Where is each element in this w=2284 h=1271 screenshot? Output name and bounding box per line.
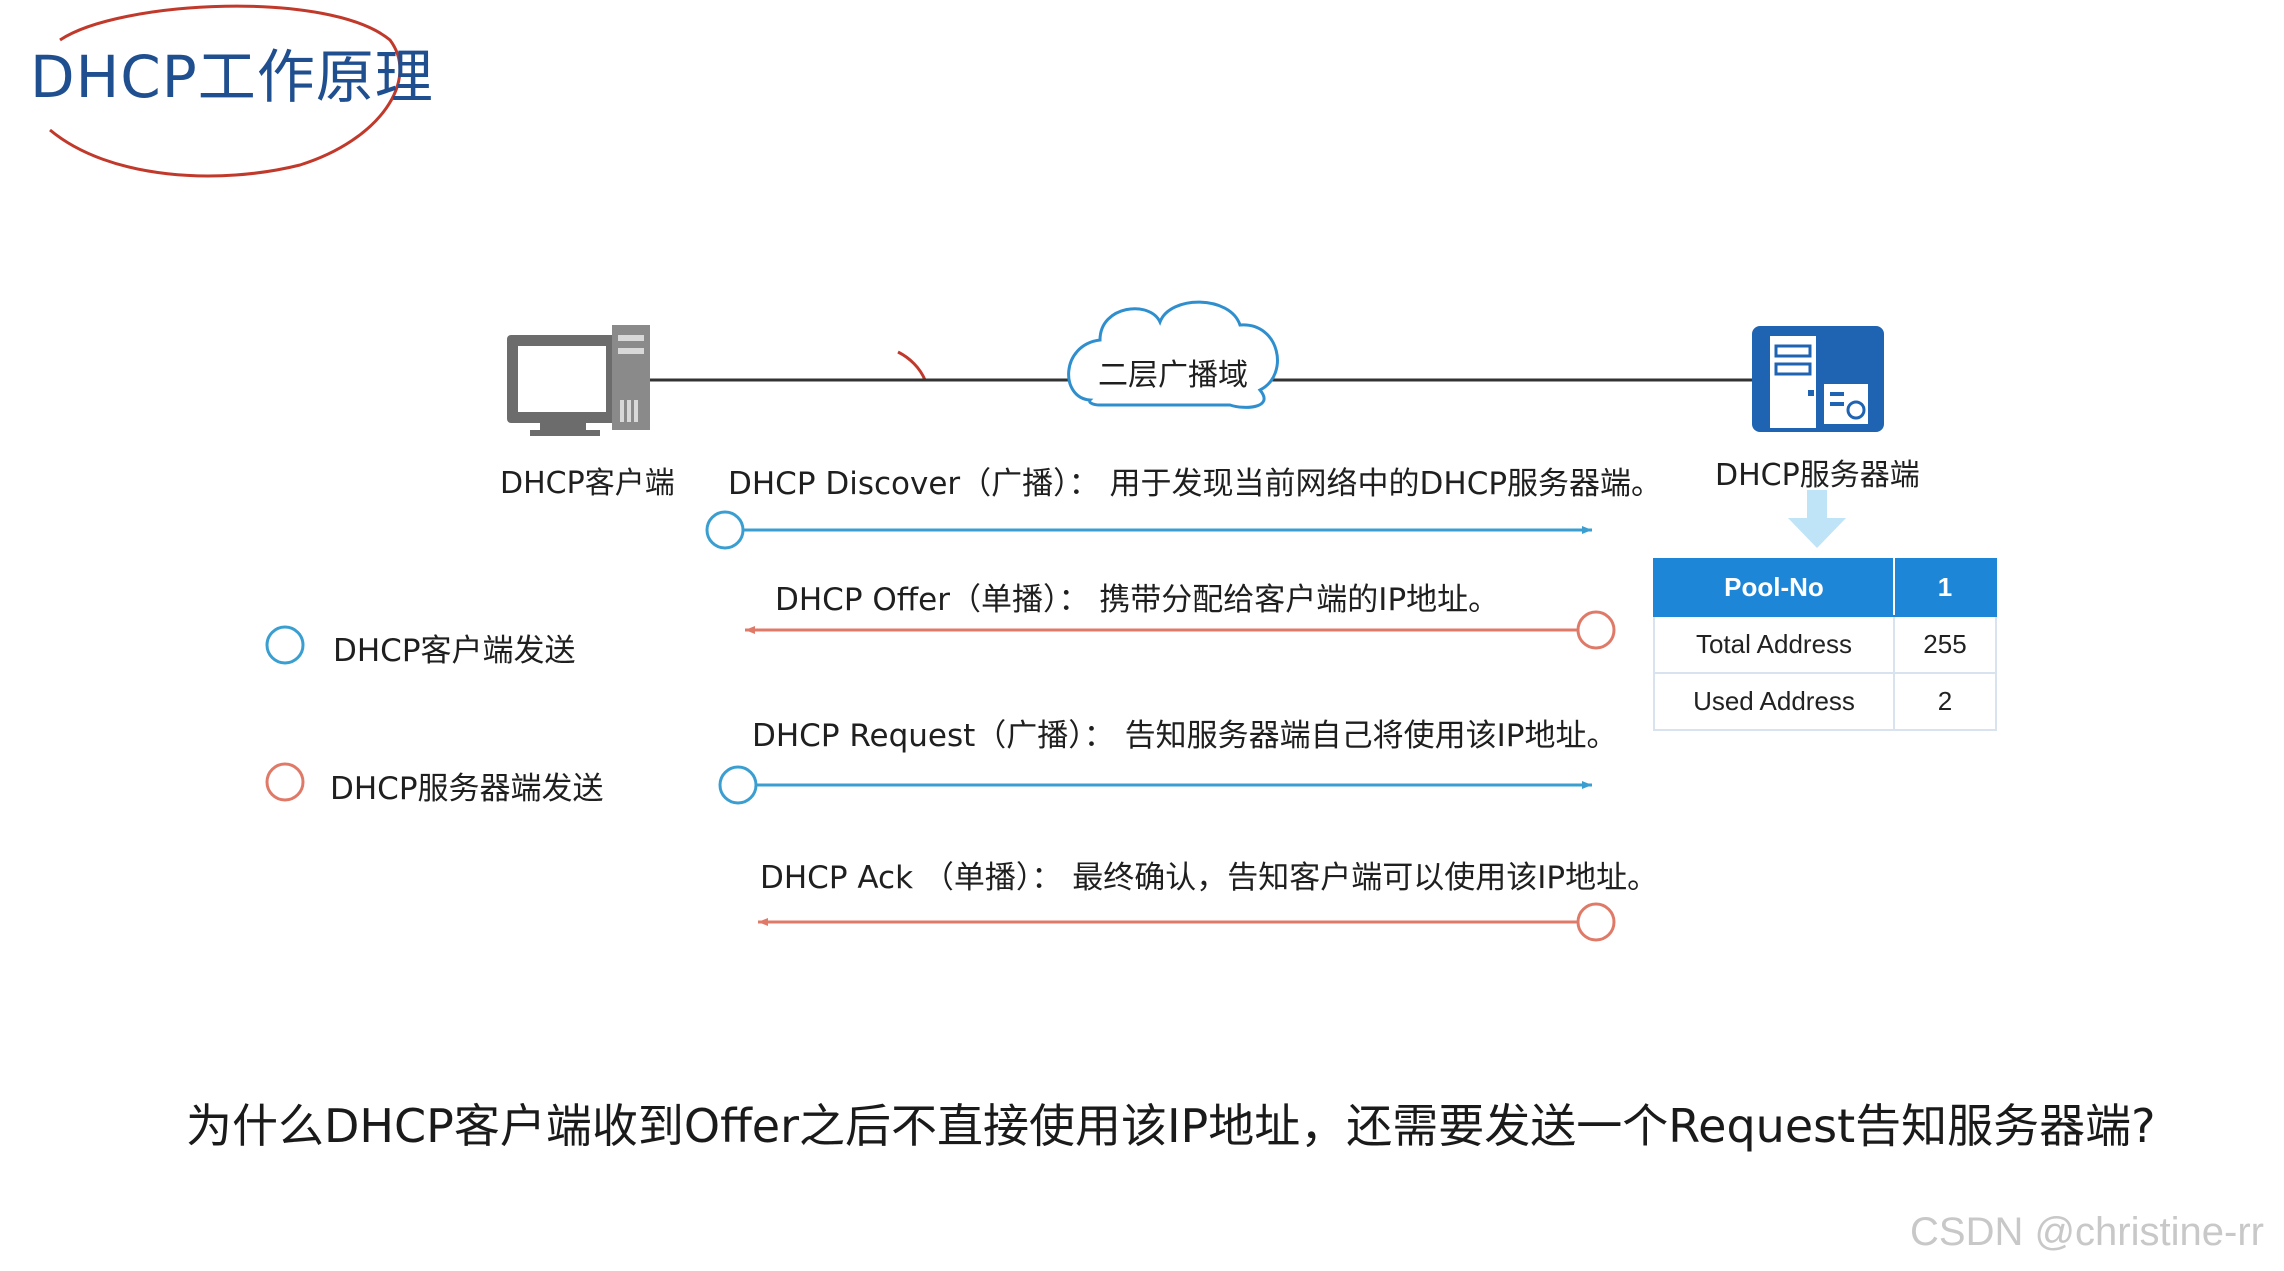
legend-client-label: DHCP客户端发送 bbox=[333, 633, 576, 669]
message-request: DHCP Request（广播）： 告知服务器端自己将使用该IP地址。 bbox=[752, 718, 1618, 754]
pool-row-value: 2 bbox=[1893, 672, 1997, 731]
cloud-label: 二层广播域 bbox=[1098, 358, 1248, 393]
message-origin-marker bbox=[718, 765, 758, 805]
pool-row-label: Used Address bbox=[1653, 672, 1895, 731]
message-ack: DHCP Ack （单播）： 最终确认，告知客户端可以使用该IP地址。 bbox=[760, 860, 1659, 896]
computer-icon bbox=[507, 325, 650, 436]
message-origin-marker bbox=[1576, 610, 1616, 650]
pool-header-value: 1 bbox=[1893, 558, 1997, 617]
title-annotation-circle bbox=[49, 4, 402, 178]
server-label: DHCP服务器端 bbox=[1715, 458, 1920, 493]
message-arrowhead bbox=[1582, 526, 1592, 534]
message-arrowhead bbox=[745, 626, 755, 634]
dhcp-server-icon bbox=[1752, 326, 1884, 432]
table-row: Total Address 255 bbox=[1653, 615, 1997, 674]
message-arrowhead bbox=[758, 918, 768, 926]
watermark: CSDN @christine-rr bbox=[1910, 1210, 2264, 1254]
message-offer: DHCP Offer（单播）： 携带分配给客户端的IP地址。 bbox=[775, 582, 1500, 618]
message-origin-marker bbox=[1576, 902, 1616, 942]
address-pool-table: Pool-No 1 Total Address 255 Used Address… bbox=[1653, 558, 1997, 731]
annotation-tick bbox=[897, 350, 927, 381]
pool-row-value: 255 bbox=[1893, 615, 1997, 674]
message-discover: DHCP Discover（广播）： 用于发现当前网络中的DHCP服务器端。 bbox=[728, 466, 1663, 502]
legend-client-marker bbox=[265, 625, 305, 665]
table-row: Used Address 2 bbox=[1653, 672, 1997, 731]
message-origin-marker bbox=[705, 510, 745, 550]
message-arrowhead bbox=[1582, 781, 1592, 789]
pool-header-label: Pool-No bbox=[1653, 558, 1895, 617]
legend-server-marker bbox=[265, 762, 305, 802]
pool-table-header: Pool-No 1 bbox=[1653, 558, 1997, 617]
discussion-question: 为什么DHCP客户端收到Offer之后不直接使用该IP地址，还需要发送一个Req… bbox=[186, 1099, 2156, 1153]
page-title: DHCP工作原理 bbox=[30, 43, 434, 111]
cloud-icon bbox=[1067, 300, 1279, 409]
client-label: DHCP客户端 bbox=[500, 466, 675, 501]
pool-row-label: Total Address bbox=[1653, 615, 1895, 674]
pool-arrow-icon bbox=[1788, 490, 1846, 548]
legend-server-label: DHCP服务器端发送 bbox=[330, 771, 604, 807]
